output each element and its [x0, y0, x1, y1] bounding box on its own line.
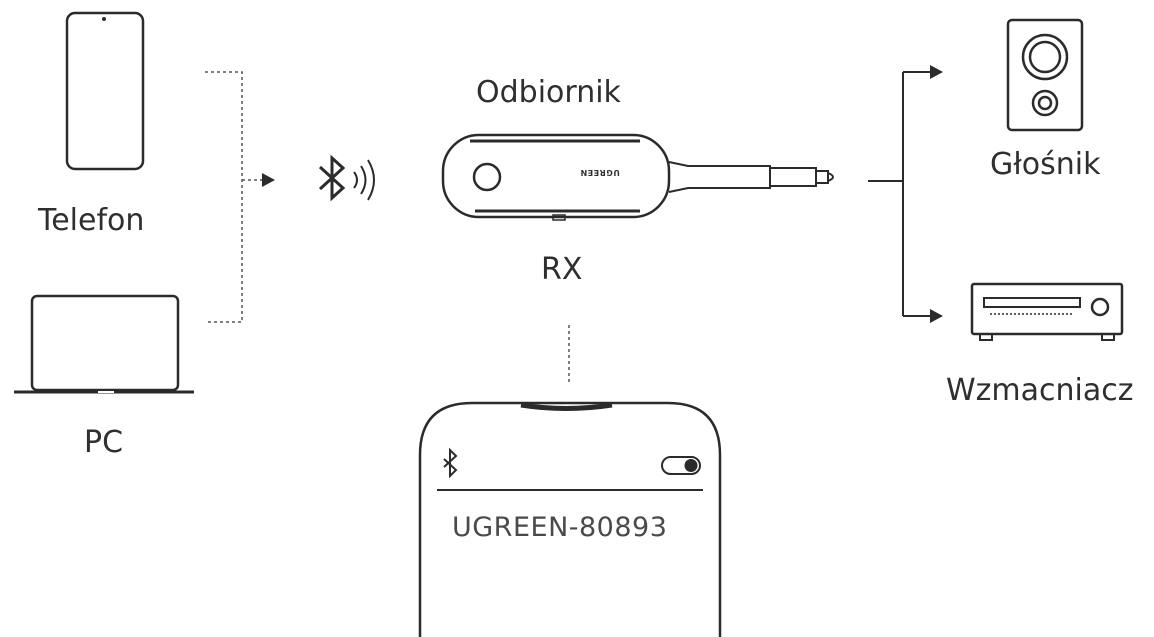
output-connector-lines: [868, 71, 930, 317]
speaker-icon: [1006, 18, 1084, 132]
smartphone-icon: [65, 11, 145, 171]
bluetooth-small-icon: [443, 447, 458, 479]
amplifier-arrowhead: [930, 309, 943, 323]
receiver-mode-label: RX: [541, 252, 583, 287]
laptop-icon: [14, 294, 194, 394]
receiver-device-icon: [441, 133, 834, 221]
receiver-title: Odbiornik: [476, 75, 621, 110]
toggle-switch-icon[interactable]: [661, 456, 701, 475]
bluetooth-device-name[interactable]: UGREEN-80893: [452, 512, 668, 543]
phone-screen-frame: [418, 401, 722, 637]
pc-label: PC: [84, 425, 124, 460]
amplifier-label: Wzmacniacz: [946, 373, 1134, 408]
receiver-brand-text: UGREEN: [580, 168, 620, 177]
phone-label: Telefon: [38, 203, 145, 238]
speaker-label: Głośnik: [990, 147, 1101, 182]
source-connector-lines: [205, 71, 262, 323]
bluetooth-icon: [318, 154, 346, 202]
speaker-arrowhead: [930, 65, 943, 79]
signal-waves-icon: [353, 159, 375, 201]
amplifier-icon: [970, 282, 1124, 341]
source-arrowhead: [262, 173, 275, 187]
